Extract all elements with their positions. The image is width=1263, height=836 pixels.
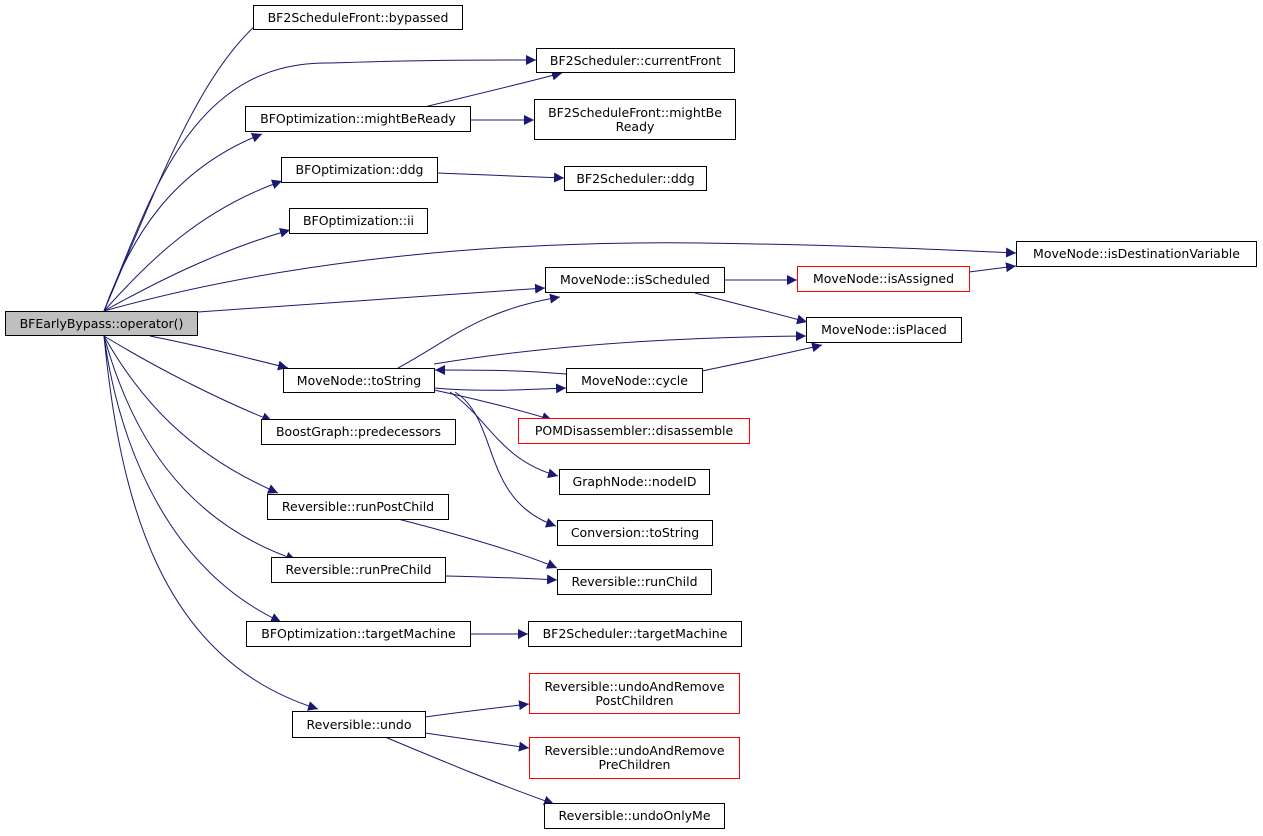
node-reversible-undoonlyme[interactable]: Reversible::undoOnlyMe [544, 803, 725, 829]
node-pomdisassembler-disassemble[interactable]: POMDisassembler::disassemble [518, 418, 750, 444]
node-bf2scheduler-targetmachine[interactable]: BF2Scheduler::targetMachine [528, 621, 742, 647]
edge-isassigned-isdestvar [968, 262, 1017, 273]
edge-undo-undopost [424, 700, 530, 718]
edge-mightbeready-currentfront [419, 70, 563, 109]
edge-tostring-conversiontostring [454, 391, 557, 528]
node-bf2scheduler-ddg[interactable]: BF2Scheduler::ddg [564, 166, 707, 191]
edge-cycle-isplaced [701, 342, 823, 372]
edge-root-bfo-targetmachine [103, 335, 282, 623]
node-reversible-runprechild[interactable]: Reversible::runPreChild [271, 557, 446, 583]
edge-root-undo [103, 335, 319, 711]
edge-cycle-tostring [434, 365, 567, 376]
node-bfoptimization-ddg[interactable]: BFOptimization::ddg [281, 157, 438, 183]
node-reversible-runpostchild[interactable]: Reversible::runPostChild [267, 494, 449, 520]
edge-tostring-isplaced [433, 331, 807, 365]
node-reversible-runchild[interactable]: Reversible::runChild [557, 569, 712, 595]
edge-root-runpostchild [103, 335, 279, 494]
node-movenode-cycle[interactable]: MoveNode::cycle [566, 368, 703, 393]
node-bfoptimization-mightbeready[interactable]: BFOptimization::mightBeReady [245, 106, 471, 132]
edge-root-runprechild [103, 335, 297, 562]
node-boostgraph-predecessors[interactable]: BoostGraph::predecessors [261, 419, 456, 445]
edge-root-bypassed [103, 16, 266, 312]
edge-tostring-nodeid [449, 391, 559, 479]
edge-runprechild-runchild [445, 574, 558, 585]
node-graphnode-nodeid[interactable]: GraphNode::nodeID [559, 469, 710, 495]
edge-root-isdestvar [103, 242, 1017, 312]
node-movenode-isassigned[interactable]: MoveNode::isAssigned [797, 266, 970, 292]
edge-runpostchild-runchild [397, 518, 558, 569]
edge-tostring-isscheduled [397, 293, 561, 369]
node-reversible-undo[interactable]: Reversible::undo [292, 711, 426, 738]
node-movenode-isplaced[interactable]: MoveNode::isPlaced [806, 317, 962, 343]
node-bfearlybypass-operator: BFEarlyBypass::operator() [5, 311, 198, 336]
edge-root-bfo-ddg [103, 179, 283, 312]
node-movenode-isscheduled[interactable]: MoveNode::isScheduled [545, 267, 725, 293]
edge-root-tostring [149, 335, 289, 371]
edge-root-mightbeready [103, 132, 263, 312]
edge-root-predecessors [103, 335, 273, 422]
edge-bfoddg-bf2ddg [436, 172, 565, 183]
edge-undo-undoonlyme [384, 736, 555, 806]
edge-root-currentfront [103, 55, 537, 312]
node-bfoptimization-targetmachine[interactable]: BFOptimization::targetMachine [246, 621, 471, 647]
node-bf2scheduler-currentfront[interactable]: BF2Scheduler::currentFront [536, 48, 735, 73]
edge-root-isscheduled [197, 283, 546, 313]
node-bfoptimization-ii[interactable]: BFOptimization::ii [289, 208, 428, 234]
edge-tostring-disassemble [433, 389, 553, 422]
edge-undo-undopre [424, 732, 530, 752]
edge-root-ii [103, 227, 291, 312]
node-bf2schedulefront-bypassed[interactable]: BF2ScheduleFront::bypassed [253, 5, 463, 30]
edge-isscheduled-isplaced [694, 292, 808, 325]
node-movenode-tostring[interactable]: MoveNode::toString [283, 368, 435, 393]
edge-tostring-cycle [433, 383, 567, 394]
node-conversion-tostring[interactable]: Conversion::toString [557, 520, 713, 546]
node-movenode-isdestinationvariable[interactable]: MoveNode::isDestinationVariable [1016, 241, 1257, 267]
